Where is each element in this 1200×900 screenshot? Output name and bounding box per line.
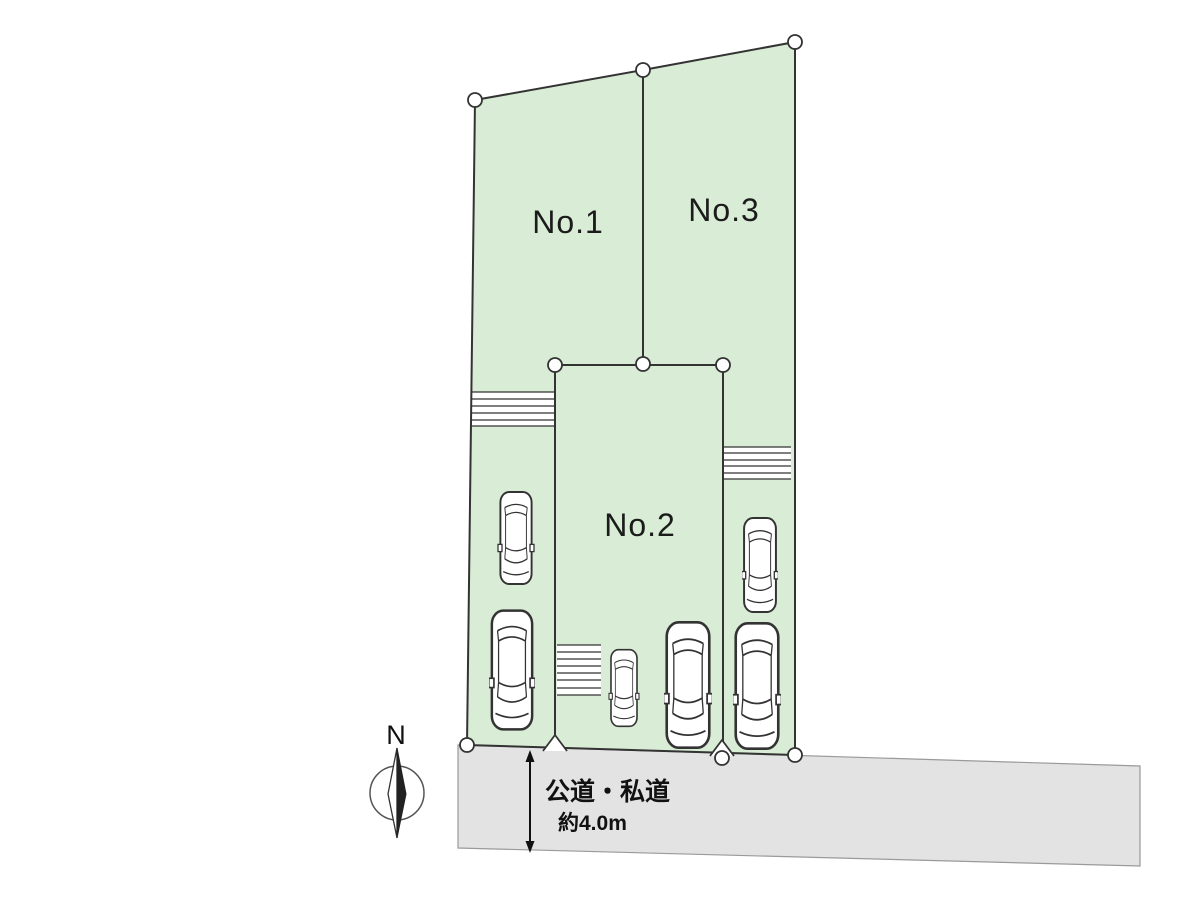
lot1-label: No.1 (532, 204, 604, 240)
survey-points (459, 34, 803, 766)
road-width-label: 約4.0m (558, 811, 627, 835)
car-icon (733, 621, 781, 751)
steps-hatch-center (557, 644, 601, 696)
car-icon (607, 648, 641, 728)
road-surface (457, 744, 1141, 867)
car-icon (664, 620, 712, 750)
lot-boundary-outline (465, 40, 796, 757)
car-icon (742, 517, 778, 613)
car-icon (489, 609, 535, 731)
survey-point-marker (787, 747, 803, 763)
lot3-label: No.3 (688, 192, 760, 228)
steps-hatch-left (471, 391, 556, 427)
survey-point-marker (547, 357, 563, 373)
entrance-gable-marker (542, 734, 568, 752)
survey-point-marker (467, 92, 483, 108)
lot-polygon (467, 42, 795, 755)
road-name-label: 公道・私道 (545, 777, 670, 806)
survey-point-marker (715, 357, 731, 373)
steps-hatch-right (723, 446, 791, 480)
north-compass-icon: N (369, 720, 425, 839)
compass-needle-east (396, 747, 407, 839)
survey-point-marker (635, 356, 651, 372)
dimension-arrow (525, 750, 535, 853)
north-label: N (386, 720, 406, 750)
lot2-label: No.2 (604, 507, 676, 543)
survey-point-marker (787, 34, 803, 50)
car-icon (496, 490, 536, 586)
survey-point-marker (714, 750, 730, 766)
survey-point-marker (459, 737, 475, 753)
compass-needle-west (387, 747, 398, 839)
survey-point-marker (635, 62, 651, 78)
entrance-gable-marker (709, 739, 735, 757)
